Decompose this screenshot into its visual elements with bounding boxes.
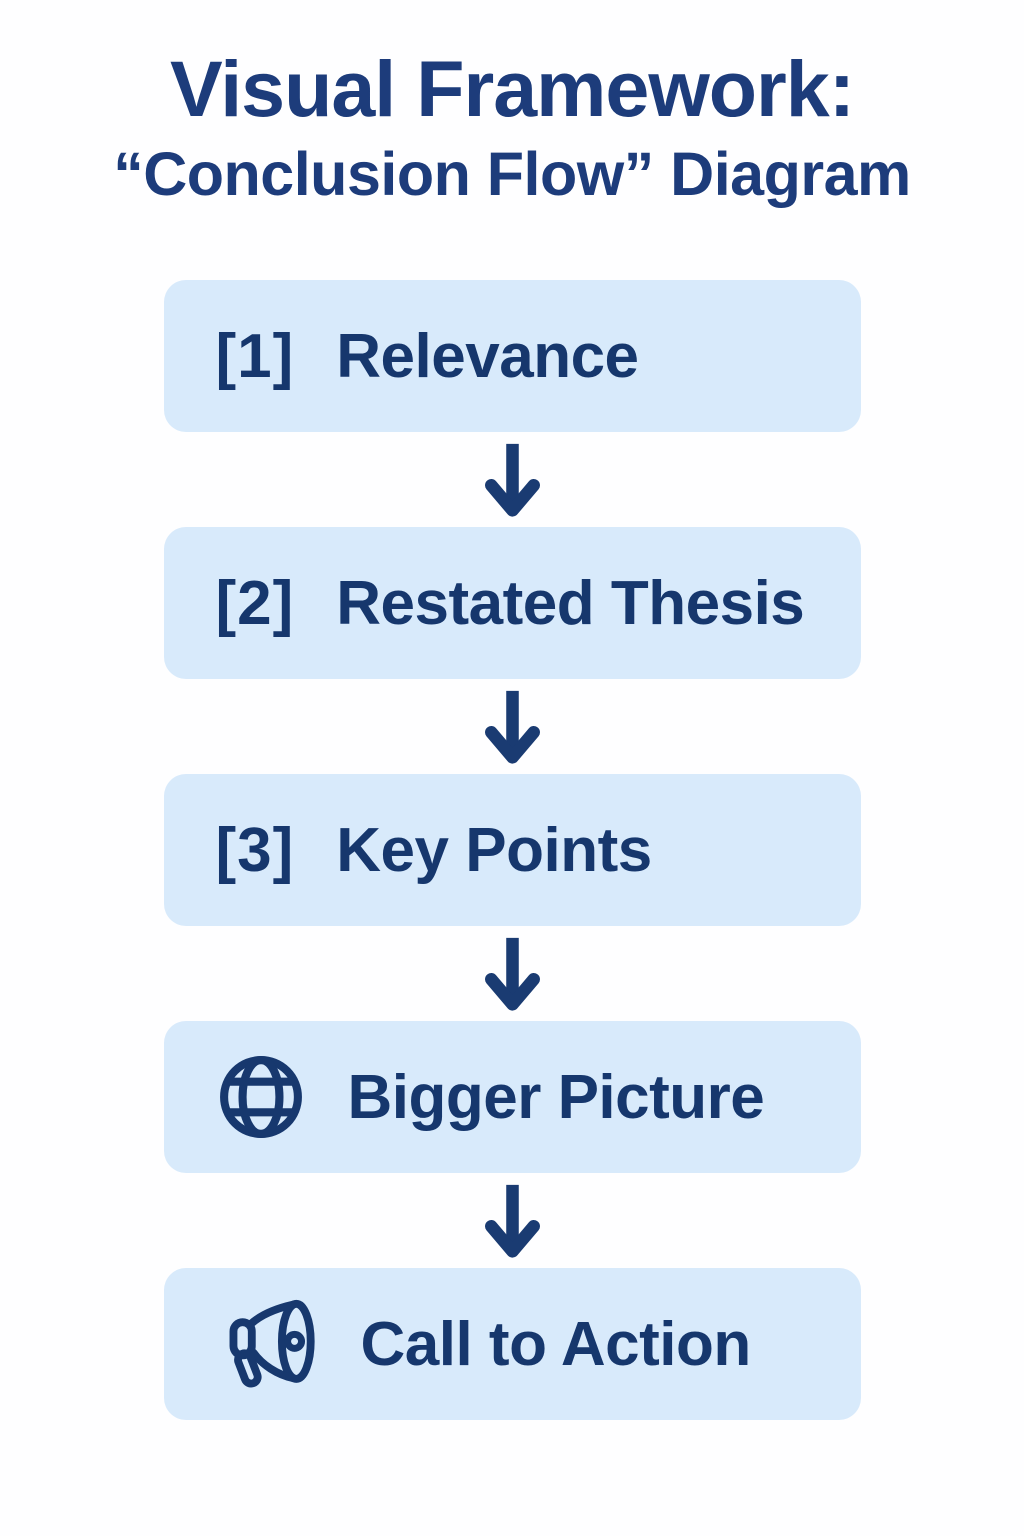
down-arrow-icon	[484, 938, 540, 1012]
title-line-1: Visual Framework:	[169, 44, 855, 133]
step-label-key-points: Key Points	[336, 815, 652, 885]
step-number-2: [2]	[215, 568, 295, 638]
down-arrow-icon	[484, 1185, 540, 1259]
step-box-call-to-action: Call to Action	[163, 1268, 861, 1421]
step-box-restated-thesis: [2] Restated Thesis	[163, 527, 861, 680]
step-label-call-to-action: Call to Action	[360, 1309, 752, 1379]
step-box-relevance: [1] Relevance	[163, 280, 861, 433]
page-title: Visual Framework: “Conclusion Flow” Diag…	[0, 0, 1024, 208]
flow-connector-1	[164, 432, 861, 527]
step-box-bigger-picture: Bigger Picture	[163, 1021, 861, 1174]
globe-icon	[216, 1052, 306, 1142]
flow-connector-4	[164, 1173, 861, 1268]
down-arrow-icon	[484, 691, 540, 765]
megaphone-icon	[216, 1296, 319, 1392]
flow-connector-2	[164, 679, 861, 774]
flow-stack: [1] Relevance [2] Restated Thesis [3] Ke…	[163, 280, 861, 1421]
step-label-bigger-picture: Bigger Picture	[347, 1062, 765, 1132]
flow-connector-3	[164, 926, 861, 1021]
step-box-key-points: [3] Key Points	[163, 774, 861, 927]
step-label-restated-thesis: Restated Thesis	[336, 568, 805, 638]
step-number-3: [3]	[215, 815, 295, 885]
step-label-relevance: Relevance	[336, 321, 639, 391]
title-line-2: “Conclusion Flow” Diagram	[113, 140, 911, 209]
step-number-1: [1]	[215, 321, 295, 391]
down-arrow-icon	[484, 444, 540, 518]
